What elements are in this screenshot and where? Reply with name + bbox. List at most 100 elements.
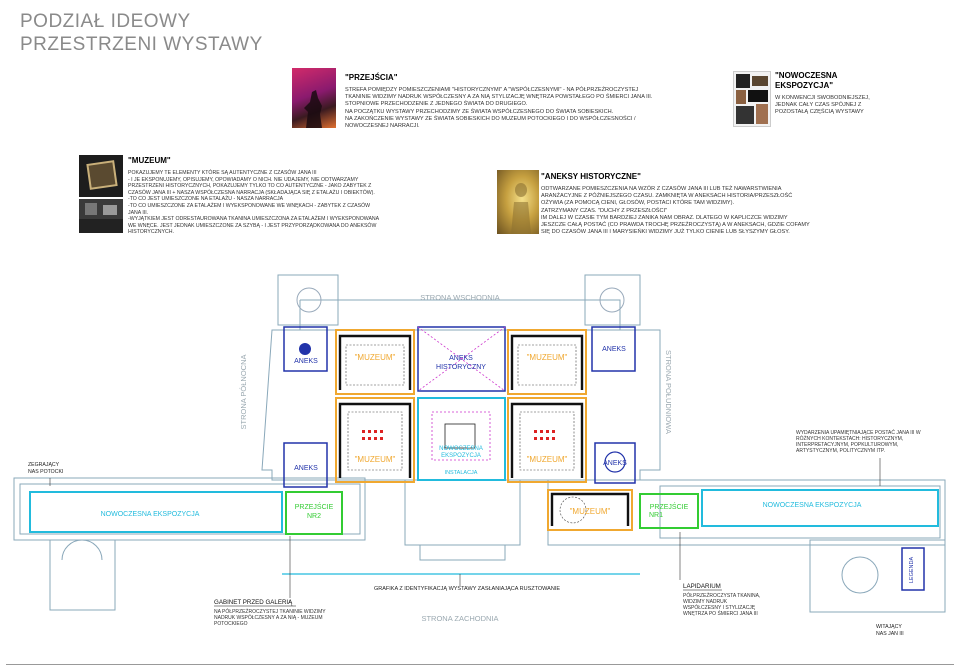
label-strona-poludniowa: STRONA POŁUDNIOWA (664, 350, 673, 434)
lapidarium-body-2: WIDZIMY NADRUK (683, 599, 728, 605)
nowoczesna-photo (733, 71, 771, 127)
gallery-wall-icon (79, 203, 123, 233)
label-strona-zachodnia: STRONA ZACHODNIA (421, 614, 498, 623)
muzeum-nw (335, 329, 415, 395)
label-instalacja: INSTALACJA (445, 470, 478, 476)
przejscie-nr2 (285, 491, 343, 535)
sheet-border (6, 664, 954, 665)
label-aneks-sw: ANEKS (294, 465, 318, 472)
page-title-line2: PRZESTRZENI WYSTAWY (20, 34, 263, 55)
label-aneks-nw: ANEKS (294, 358, 318, 365)
wydarzenia-4: ARTYSTYCZNYM, POLITYCZNYM ITP. (796, 448, 885, 454)
lapidarium-body-3: WSPÓŁCZESNY I STYLIZACJĘ (683, 604, 756, 611)
label-nowoczesna-center-1: NOWOCZESNA (439, 446, 483, 452)
section-muzeum-heading: "MUZEUM" (128, 156, 171, 165)
label-nowoczesna-center-2: EKSPOZYCJA (441, 453, 481, 459)
label-witajacy-1: WITAJĄCY (876, 624, 902, 630)
aneks-nw (283, 326, 328, 372)
section-aneksy-body: ODTWARZANE POMIESZCZENIA NA WZÓR Z CZASÓ… (541, 186, 810, 236)
page-title: PODZIAŁ IDEOWY PRZESTRZENI WYSTAWY (20, 10, 263, 56)
label-aneks-historyczny-1: ANEKS (449, 355, 473, 362)
section-nowoczesna-body: W KONWENCJI SWOBODNIEJSZEJ, JEDNAK CAŁY … (775, 95, 870, 116)
label-muzeum-ne: "MUZEUM" (527, 353, 568, 362)
tower-right-circle (599, 287, 625, 313)
label-grafika: GRAFIKA Z IDENTYFIKACJĄ WYSTAWY ZASŁANIA… (374, 586, 560, 592)
inner-dashed-outlines (345, 344, 587, 524)
section-aneksy: "ANEKSY HISTORYCZNE" ODTWARZANE POMIESZC… (541, 172, 811, 236)
tower-left-circle (296, 287, 322, 313)
page-title-line1: PODZIAŁ IDEOWY (20, 11, 191, 32)
lapidarium-body-1: PÓŁPRZEŹROCZYSTA TKANINA, (683, 592, 760, 599)
nowoczesna-left (29, 491, 283, 533)
aneksy-photo (497, 170, 539, 234)
lapidarium-title: LAPIDARIUM (683, 583, 721, 590)
gabinet-body-3: POTOCKIEGO (214, 621, 248, 627)
left-stair (61, 539, 103, 561)
muzeum-photo-1 (79, 155, 123, 197)
label-zegarujacy-2: NAS POTOCKI (28, 469, 63, 475)
label-aneks-se: ANEKS (603, 460, 627, 467)
aneks-ne (591, 326, 636, 372)
instalacja-core (444, 423, 476, 449)
label-aneks-historyczny-2: HISTORYCZNY (436, 364, 486, 371)
label-strona-polnocna: STRONA PÓŁNOCNA (239, 354, 248, 429)
aneks-se-dome (604, 451, 626, 473)
section-przejscia: "PRZEJŚCIA" STREFA POMIĘDZY POMIESZCZENI… (345, 73, 665, 130)
plan-walls (13, 274, 946, 613)
aneks-sw (283, 442, 328, 488)
label-muzeum-nw: "MUZEUM" (355, 353, 396, 362)
instalacja-room (417, 397, 506, 481)
przejscia-photo (292, 68, 336, 128)
section-muzeum-body: POKAZUJEMY TE ELEMENTY KTÓRE SĄ AUTENTYC… (128, 170, 380, 236)
label-zegarujacy-1: ZEGRAJĄCY (28, 462, 60, 468)
label-przejscie-nr1-2: NR1 (649, 512, 663, 519)
rotunda-circle (841, 556, 879, 594)
muzeum-s (547, 489, 633, 531)
label-przejscie-nr2-1: PRZEJŚCIE (295, 502, 334, 511)
red-markers (362, 430, 555, 440)
aneks-rooms (283, 326, 636, 488)
gabinet-title: GABINET PRZED GALERIĄ (214, 599, 293, 606)
label-muzeum-w: "MUZEUM" (355, 455, 396, 464)
collage-icon (736, 74, 768, 124)
label-muzeum-e: "MUZEUM" (527, 455, 568, 464)
lapidarium-body-4: WNĘTRZA PO ŚMIERCI JANA III (683, 609, 758, 617)
label-legenda: LEGENDA (909, 557, 915, 584)
aneks-historyczny (417, 326, 506, 392)
label-aneks-ne: ANEKS (602, 346, 626, 353)
painting-frame-icon (86, 160, 118, 190)
muzeum-e (507, 397, 587, 483)
label-muzeum-s: "MUZEUM" (570, 507, 611, 516)
muzeum-w (335, 397, 415, 483)
gabinet-body-1: NA PÓŁPRZEŹROCZYSTEJ TKANINIE WIDZIMY (214, 608, 326, 615)
label-nowoczesna-right: NOWOCZESNA EKSPOZYCJA (763, 502, 862, 509)
label-strona-wschodnia: STRONA WSCHODNIA (420, 293, 500, 302)
label-przejscie-nr1-1: PRZEJŚCIE (650, 502, 689, 511)
wydarzenia-1: WYDARZENIA UPAMIĘTNIAJĄCE POSTAĆ JANA II… (796, 429, 921, 436)
section-aneksy-heading: "ANEKSY HISTORYCZNE" (541, 172, 641, 181)
muzeum-ne (507, 329, 587, 395)
aneks-se (594, 442, 636, 484)
section-przejscia-heading: "PRZEJŚCIA" (345, 73, 398, 82)
section-nowoczesna-heading: "NOWOCZESNA EKSPOZYCJA" (775, 71, 838, 90)
instalacja-inner (431, 411, 491, 461)
wydarzenia-2: RÓŻNYCH KONTEKSTACH: HISTORYCZNYM, (796, 435, 903, 442)
wydarzenia-3: INTERPRETACYJNYM, POPKULTUROWYM, (796, 442, 898, 448)
section-nowoczesna: "NOWOCZESNA EKSPOZYCJA" W KONWENCJI SWOB… (775, 71, 910, 117)
etalaz-lines (338, 334, 630, 526)
horseman-silhouette-icon (304, 90, 322, 128)
section-przejscia-body: STREFA POMIĘDZY POMIESZCZENIAMI "HISTORY… (345, 87, 653, 130)
gabinet-body-2: NADRUK WSPÓŁCZESNY A ZA NIĄ - MUZEUM (214, 614, 323, 621)
label-witajacy-2: NAS JAN III (876, 631, 904, 637)
aneks-nw-marker (299, 343, 311, 355)
muzeum-rooms (335, 329, 633, 531)
legenda-box (901, 547, 925, 591)
muzeum-photo-2 (79, 199, 123, 233)
ghost-figure-icon (511, 183, 531, 234)
przejscie-nr1 (639, 493, 699, 529)
label-nowoczesna-left: NOWOCZESNA EKSPOZYCJA (101, 511, 200, 518)
nowoczesna-right (701, 489, 939, 527)
label-przejscie-nr2-2: NR2 (307, 513, 321, 520)
section-muzeum: "MUZEUM" POKAZUJEMY TE ELEMENTY KTÓRE SĄ… (128, 156, 383, 236)
